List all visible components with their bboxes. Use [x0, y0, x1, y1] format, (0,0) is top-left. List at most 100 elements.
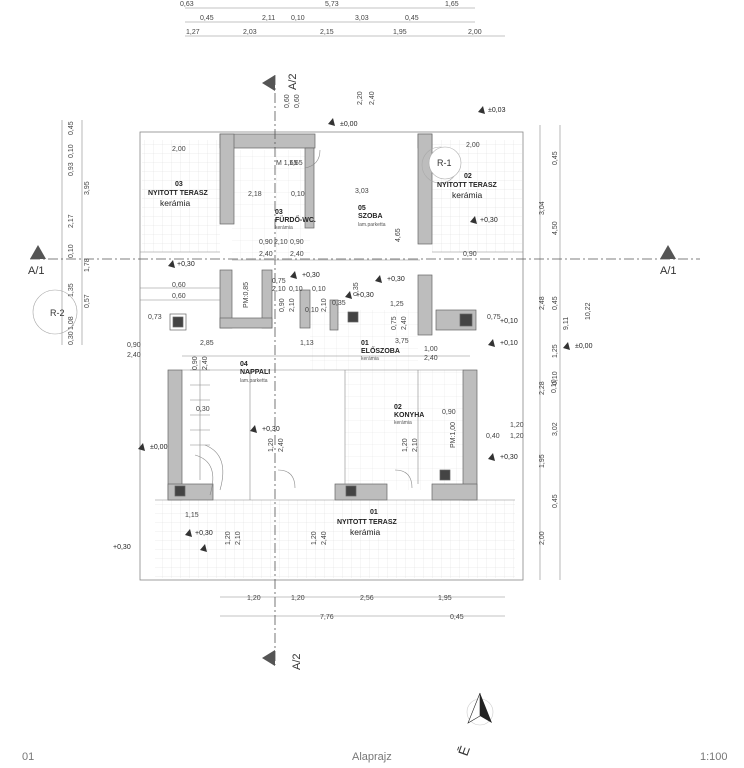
dim-label: 2,11 — [262, 15, 275, 22]
drawing-title: Alaprajz — [352, 751, 392, 763]
room-name: KONYHA — [394, 412, 424, 419]
level-mark: +0,30 — [480, 217, 498, 224]
dim-label: 4,65 — [395, 228, 402, 242]
dim-label: 2,40 — [290, 251, 304, 258]
dim-label: 1,27 — [186, 29, 200, 36]
level-mark: +0,30 — [195, 530, 213, 537]
dim-label: 1,95 — [438, 595, 452, 602]
dim-label: 0,60 — [172, 293, 186, 300]
dim-label: 1,25 — [390, 301, 404, 308]
dim-label: 2,40 — [321, 531, 328, 545]
room-name: ELŐSZOBA — [361, 346, 400, 355]
dim-label: 0,10 — [68, 144, 75, 158]
dim-label: 0,10 — [289, 286, 303, 293]
room-name: NAPPALI — [240, 369, 270, 376]
dim-label: 3,04 — [539, 201, 546, 215]
dim-label: 2,17 — [68, 214, 75, 228]
dimensions-left: 0,45 0,10 0,93 3,95 2,17 0,10 1,78 1,35 … — [68, 121, 91, 345]
dim-label: 1,25 — [552, 344, 559, 358]
dim-label: 9,11 — [563, 317, 570, 330]
dim-label: 0,90 — [127, 342, 141, 349]
dim-label: 3,95 — [84, 181, 91, 195]
grid-marker-r1-circle — [428, 146, 462, 180]
dim-label: 0,10 — [305, 307, 319, 314]
dim-label: 0,45 — [405, 15, 419, 22]
room-number: 03 — [275, 209, 283, 216]
dim-label: 2,10 — [235, 531, 242, 545]
level-mark: ±0,03 — [488, 107, 506, 114]
room-number: 01 — [370, 509, 378, 516]
dim-label: 0,35 — [353, 282, 360, 296]
dim-label: M 1,65 — [276, 160, 298, 167]
svg-text:Ē: Ē — [455, 744, 473, 758]
dim-label: 2,40 — [259, 251, 273, 258]
room-number: 01 — [361, 340, 369, 347]
dim-label: 0,60 — [294, 94, 301, 108]
dim-label: 0,75 — [391, 316, 398, 330]
level-mark: +0,30 — [113, 544, 131, 551]
room-number: 02 — [394, 404, 402, 411]
dim-label: 0,90 — [290, 239, 304, 246]
dim-label: 0,45 — [200, 15, 214, 22]
level-mark: ±0,00 — [340, 121, 358, 128]
room-finish: kerámia — [361, 356, 379, 362]
dim-label: 2,00 — [172, 146, 186, 153]
dim-label: 2,00 — [539, 531, 546, 545]
dim-label: 0,10 — [291, 191, 305, 198]
dim-label: 0,45 — [552, 494, 559, 508]
dim-label: 4,50 — [552, 221, 559, 235]
grid-marker-r2-circle — [32, 289, 78, 335]
dim-label: 3,75 — [395, 338, 409, 345]
level-mark: +0,30 — [302, 272, 320, 279]
dim-label: 2,40 — [401, 316, 408, 330]
dim-label: 0,10 — [551, 379, 558, 393]
dim-label: 0,90 — [463, 251, 477, 258]
dim-label: 3,03 — [355, 188, 369, 195]
room-name: FÜRDŐ-WC. — [275, 215, 316, 224]
dim-label: 0,93 — [68, 162, 75, 176]
dimensions-bottom: 1,20 1,20 2,56 1,95 7,76 0,45 — [247, 595, 464, 621]
dim-label: 2,56 — [360, 595, 374, 602]
room-finish: kerámia — [350, 527, 381, 537]
dimensions-right: 0,45 3,04 4,50 2,48 0,45 9,11 10,22 1,25… — [539, 151, 592, 545]
dim-label: 1,00 — [424, 346, 438, 353]
dim-label: 1,95 — [539, 454, 546, 468]
grid-marker-r2: R-2 — [50, 308, 65, 318]
room-finish: lam.parketta — [240, 378, 268, 384]
dim-label: 3,03 — [355, 15, 369, 22]
section-lines — [30, 75, 700, 665]
dim-label: 1,20 — [247, 595, 261, 602]
section-a2-top: A/2 — [287, 73, 299, 90]
terrace-01-area — [155, 500, 515, 578]
dim-label: 0,45 — [552, 151, 559, 165]
dim-label: 1,20 — [510, 422, 524, 429]
north-arrow-icon: Ē — [455, 692, 494, 758]
dim-label: 0,57 — [84, 294, 91, 308]
dim-label: 2,00 — [468, 29, 482, 36]
dim-label: 7,76 — [320, 614, 334, 621]
dim-label: 1,78 — [84, 258, 91, 272]
dim-label: 2,10 — [272, 286, 286, 293]
dim-label: 0,30 — [68, 331, 75, 345]
room-finish: kerámia — [394, 420, 412, 426]
dim-label: 2,28 — [539, 381, 546, 395]
dim-label: 3,02 — [552, 422, 559, 436]
section-markers — [30, 75, 676, 666]
level-mark: +0,30 — [387, 276, 405, 283]
interior-lines — [61, 7, 561, 617]
room-number: 02 — [464, 173, 472, 180]
dim-label: 0,10 — [312, 286, 326, 293]
dim-label: 2,00 — [466, 142, 480, 149]
bathroom-area — [232, 150, 310, 260]
terrace-03-area — [142, 140, 220, 252]
drawing-scale: 1:100 — [700, 751, 728, 763]
dim-label: 1,20 — [402, 438, 409, 452]
room-finish: kerámia — [275, 225, 293, 231]
building-outline — [139, 131, 524, 581]
room-name: NYITOTT TERASZ — [437, 182, 497, 189]
dim-label: 2,18 — [248, 191, 262, 198]
dim-label: PM:0,85 — [243, 282, 250, 308]
dim-label: 0,90 — [259, 239, 273, 246]
level-marks: ±0,00 +0,30 +0,10 ±0,03 +0,30 +0,30 +0,3… — [113, 107, 593, 551]
